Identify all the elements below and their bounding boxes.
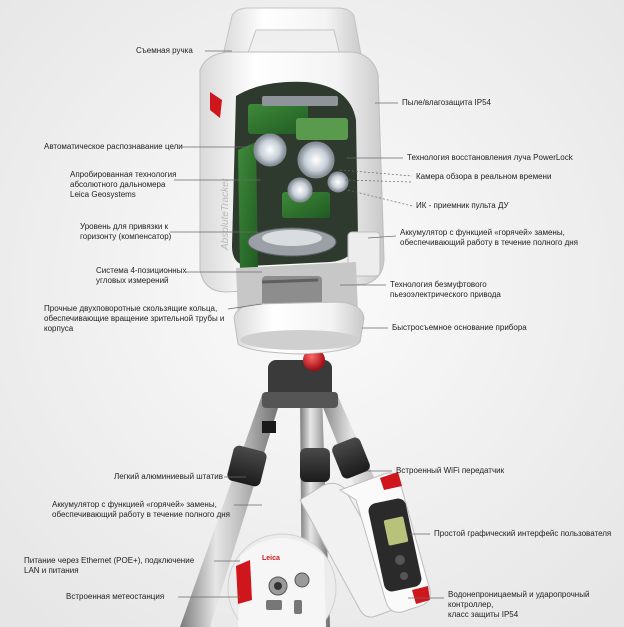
label-meteo-station: Встроенная метеостанция: [66, 592, 165, 601]
label-adm-line-3: Leica Geosystems: [70, 190, 136, 199]
label-auto-target: Автоматическое распознавание цели: [44, 142, 183, 151]
label-dust-protection: Пыле/влагозащита IP54: [402, 98, 491, 107]
label-piezo-line-2: пьезоэлектрического привода: [390, 290, 501, 299]
label-poe-line-2: LAN и питания: [24, 566, 79, 575]
label-powerlock: Технология восстановления луча PowerLock: [407, 153, 573, 162]
label-rings-line-1: Прочные двухповоротные скользящие кольца…: [44, 304, 218, 313]
brand-logo: Leica: [262, 555, 280, 562]
label-rings-line-3: корпуса: [44, 324, 74, 333]
label-level-line-1: Уровень для привязки к: [80, 222, 169, 231]
label-handle: Съемная ручка: [136, 46, 193, 55]
label-angles-line-1: Система 4-позиционных: [96, 266, 187, 275]
label-poe-line-1: Питание через Ethernet (POE+), подключен…: [24, 556, 195, 565]
controller-illustration: [299, 472, 431, 618]
label-adm-line-1: Апробированная технология: [70, 170, 177, 179]
label-piezo-line-1: Технология безмуфтового: [390, 280, 487, 289]
side-text: AbsoluteTracker: [220, 177, 231, 251]
label-camera: Камера обзора в реальном времени: [416, 172, 552, 181]
label-level-line-2: горизонту (компенсатор): [80, 232, 172, 241]
label-controller-line-1: Водонепроницаемый и ударопрочный: [448, 590, 590, 599]
label-rings-line-2: обеспечивающие вращение зрительной трубы…: [44, 314, 225, 323]
label-controller-line-3: класс защиты IP54: [448, 610, 519, 619]
label-quick-base: Быстросъемное основание прибора: [392, 323, 527, 332]
label-gui: Простой графический интерфейс пользовате…: [434, 529, 612, 538]
connector-panel-illustration: Leica: [227, 533, 337, 627]
label-battery-bottom-line-2: обеспечивающий работу в течение полного …: [52, 510, 231, 519]
label-controller-line-2: контроллер,: [448, 600, 494, 609]
label-wifi: Встроенный WiFi передатчик: [396, 466, 505, 475]
label-battery-bottom-line-1: Аккумулятор с функцией «горячей» замены,: [52, 500, 217, 509]
label-angles-line-2: угловых измерений: [96, 276, 169, 285]
label-battery-top-line-1: Аккумулятор с функцией «горячей» замены,: [400, 228, 565, 237]
label-battery-top-line-2: обеспечивающий работу в течение полного …: [400, 238, 579, 247]
label-tripod: Легкий алюминиевый штатив: [114, 472, 223, 481]
label-ir-receiver: ИК - приемник пульта ДУ: [416, 201, 509, 210]
label-adm-line-2: абсолютного дальномера: [70, 180, 166, 189]
leader-lines: [170, 50, 444, 599]
